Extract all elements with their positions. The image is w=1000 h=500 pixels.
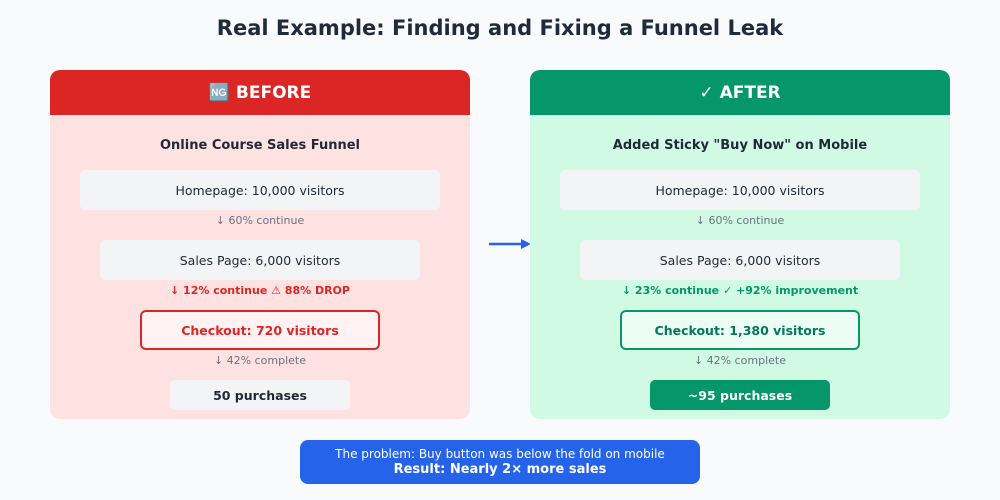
before-subtitle: Online Course Sales Funnel — [160, 138, 360, 153]
before-panel: 🆖 BEFORE Online Course Sales Funnel Home… — [50, 70, 470, 419]
before-conversion-sales-page: ↓ 12% continue ⚠ 88% DROP — [170, 284, 350, 297]
after-panel: ✓ AFTER Added Sticky "Buy Now" on Mobile… — [530, 70, 950, 419]
after-subtitle: Added Sticky "Buy Now" on Mobile — [612, 138, 868, 153]
after-stage-checkout: Checkout: 1,380 visitors — [620, 310, 860, 350]
before-header-label: BEFORE — [235, 82, 312, 103]
after-conversion-sales-page: ↓ 23% continue ✓ +92% improvement — [621, 284, 859, 297]
after-conversion-checkout: ↓ 42% complete — [693, 354, 787, 367]
after-conversion-homepage: ↓ 60% continue — [695, 214, 785, 227]
before-header-icon: 🆖 — [208, 82, 230, 103]
before-stage-sales-page: Sales Page: 6,000 visitors — [100, 240, 420, 280]
result-text: Result: Nearly 2× more sales — [393, 462, 607, 477]
before-conversion-homepage: ↓ 60% continue — [215, 214, 305, 227]
after-header: ✓ AFTER — [530, 70, 950, 115]
before-stage-purchases: 50 purchases — [170, 380, 350, 410]
before-stage-checkout: Checkout: 720 visitors — [140, 310, 380, 350]
after-stage-purchases: ~95 purchases — [650, 380, 830, 410]
arrow-right-icon — [489, 236, 533, 252]
before-stage-homepage: Homepage: 10,000 visitors — [80, 170, 440, 210]
after-stage-homepage: Homepage: 10,000 visitors — [560, 170, 920, 210]
after-header-label: AFTER — [719, 82, 781, 103]
problem-text: The problem: Buy button was below the fo… — [335, 447, 665, 461]
before-conversion-checkout: ↓ 42% complete — [213, 354, 307, 367]
page-title: Real Example: Finding and Fixing a Funne… — [216, 16, 784, 40]
after-stage-sales-page: Sales Page: 6,000 visitors — [580, 240, 900, 280]
check-icon: ✓ — [699, 82, 714, 103]
before-header: 🆖 BEFORE — [50, 70, 470, 115]
result-callout: The problem: Buy button was below the fo… — [300, 440, 700, 484]
